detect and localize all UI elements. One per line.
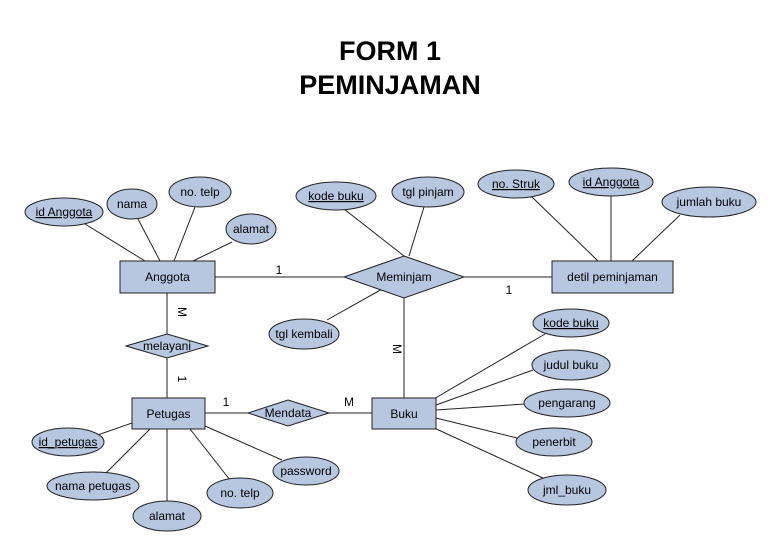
- edge-buku-jml: [431, 426, 546, 480]
- entity-buku-label: Buku: [390, 407, 417, 421]
- edge-buku-judul: [435, 369, 534, 406]
- edge-anggota-alamat: [192, 241, 233, 262]
- entity-petugas: Petugas: [131, 397, 206, 430]
- entity-detil-label: detil peminjaman: [567, 270, 658, 284]
- title-line-2: PEMINJAMAN: [299, 70, 481, 100]
- attribute-petugas-nama-label: nama petugas: [55, 479, 131, 493]
- attribute-buku-judul: judul buku: [531, 349, 611, 381]
- attribute-petugas-telp: no. telp: [206, 477, 274, 509]
- attribute-anggota-id-label: id Anggota: [36, 205, 93, 219]
- attribute-petugas-nama: nama petugas: [46, 471, 140, 501]
- relationship-meminjam-shape: [342, 255, 466, 299]
- entity-buku: Buku: [371, 397, 437, 430]
- relationship-mendata-label: Mendata: [265, 406, 312, 420]
- edge-anggota-nama: [137, 218, 161, 262]
- attribute-detil-jumlah-label: jumlah buku: [676, 195, 742, 209]
- relationship-melayani: melayani: [124, 333, 210, 359]
- attribute-detil-struk: no. Struk: [477, 169, 555, 199]
- relationship-meminjam-label: Meminjam: [376, 270, 431, 284]
- relationship-melayani-shape: [124, 333, 210, 359]
- attribute-buku-kode-label: kode buku: [543, 316, 598, 330]
- attribute-buku-penerbit: penerbit: [515, 427, 593, 457]
- relationship-meminjam: Meminjam: [342, 255, 466, 299]
- attribute-meminjam-tglpinjam: tgl pinjam: [391, 176, 465, 208]
- attribute-buku-kode: kode buku: [532, 308, 610, 338]
- attribute-petugas-id-label: id_petugas: [39, 435, 98, 449]
- attribute-anggota-nama: nama: [106, 188, 158, 220]
- edge-detil-struk: [531, 196, 599, 262]
- attribute-anggota-telp: no. telp: [168, 176, 232, 208]
- attribute-petugas-telp-label: no. telp: [220, 486, 260, 500]
- cardinality-melayani-petugas: 1: [175, 376, 189, 383]
- attribute-meminjam-tglpinjam-label: tgl pinjam: [402, 185, 453, 199]
- attribute-petugas-password: password: [272, 456, 340, 486]
- attribute-buku-judul-label: judul buku: [543, 358, 599, 372]
- relationship-melayani-label: melayani: [143, 339, 191, 353]
- edge-buku-pengarang: [435, 403, 526, 411]
- edge-petugas-nama: [104, 428, 151, 475]
- attribute-buku-penerbit-label: penerbit: [532, 435, 576, 449]
- edge-meminjam-tglkembali: [326, 287, 385, 321]
- entity-anggota-box: [119, 260, 216, 294]
- attribute-anggota-alamat-label: alamat: [233, 222, 270, 236]
- attribute-anggota-id: id Anggota: [24, 197, 104, 227]
- edge-anggota-telp: [173, 206, 196, 262]
- attribute-anggota-nama-label: nama: [117, 197, 147, 211]
- cardinality-mendata-buku: M: [344, 395, 354, 409]
- cardinality-meminjam-buku: M: [390, 344, 404, 354]
- attribute-petugas-alamat: alamat: [132, 500, 202, 532]
- attribute-buku-jml: jml_buku: [527, 474, 607, 506]
- attribute-meminjam-kode-label: kode buku: [308, 189, 363, 203]
- attribute-buku-jml-label: jml_buku: [542, 483, 591, 497]
- diagram-title: FORM 1 PEMINJAMAN: [0, 34, 780, 102]
- attribute-anggota-telp-label: no. telp: [180, 185, 220, 199]
- entity-anggota: Anggota: [119, 260, 216, 294]
- edge-anggota-id: [84, 223, 146, 262]
- relationship-mendata: Mendata: [246, 399, 331, 427]
- cardinality-meminjam-detil: 1: [506, 283, 513, 297]
- attribute-detil-idanggota: id Anggota: [568, 167, 654, 197]
- edge-petugas-telp: [189, 428, 231, 481]
- edge-buku-penerbit: [435, 417, 518, 439]
- relationship-mendata-shape: [246, 399, 331, 427]
- edge-buku-kode: [431, 333, 546, 401]
- attribute-detil-jumlah: jumlah buku: [661, 186, 757, 218]
- attribute-meminjam-tglkembali: tgl kembali: [268, 318, 340, 350]
- cardinality-anggota-meminjam: 1: [276, 263, 283, 277]
- entity-buku-box: [371, 397, 437, 430]
- entity-petugas-box: [131, 397, 206, 430]
- entity-petugas-label: Petugas: [146, 407, 190, 421]
- attribute-buku-pengarang-label: pengarang: [538, 396, 595, 410]
- entity-detil-peminjaman: detil peminjaman: [551, 260, 674, 294]
- entity-anggota-label: Anggota: [145, 270, 190, 284]
- attribute-detil-struk-label: no. Struk: [492, 177, 541, 191]
- cardinality-petugas-mendata: 1: [223, 395, 230, 409]
- attribute-meminjam-tglkembali-label: tgl kembali: [275, 327, 332, 341]
- attribute-meminjam-kode: kode buku: [295, 181, 377, 211]
- edge-meminjam-tglpinjam: [408, 206, 425, 257]
- attribute-petugas-id: id_petugas: [31, 427, 105, 457]
- edge-petugas-password: [204, 425, 283, 461]
- edge-detil-jumlah: [631, 214, 681, 262]
- attribute-detil-idanggota-label: id Anggota: [583, 175, 640, 189]
- edge-meminjam-kode: [343, 208, 405, 257]
- title-line-1: FORM 1: [338, 36, 441, 66]
- attribute-anggota-alamat: alamat: [225, 213, 277, 245]
- attribute-petugas-password-label: password: [280, 464, 331, 478]
- entity-detil-box: [551, 260, 674, 294]
- attribute-buku-pengarang: pengarang: [523, 388, 611, 418]
- attribute-petugas-alamat-label: alamat: [149, 509, 186, 523]
- connectors: [84, 195, 681, 503]
- cardinality-anggota-melayani: M: [175, 307, 189, 317]
